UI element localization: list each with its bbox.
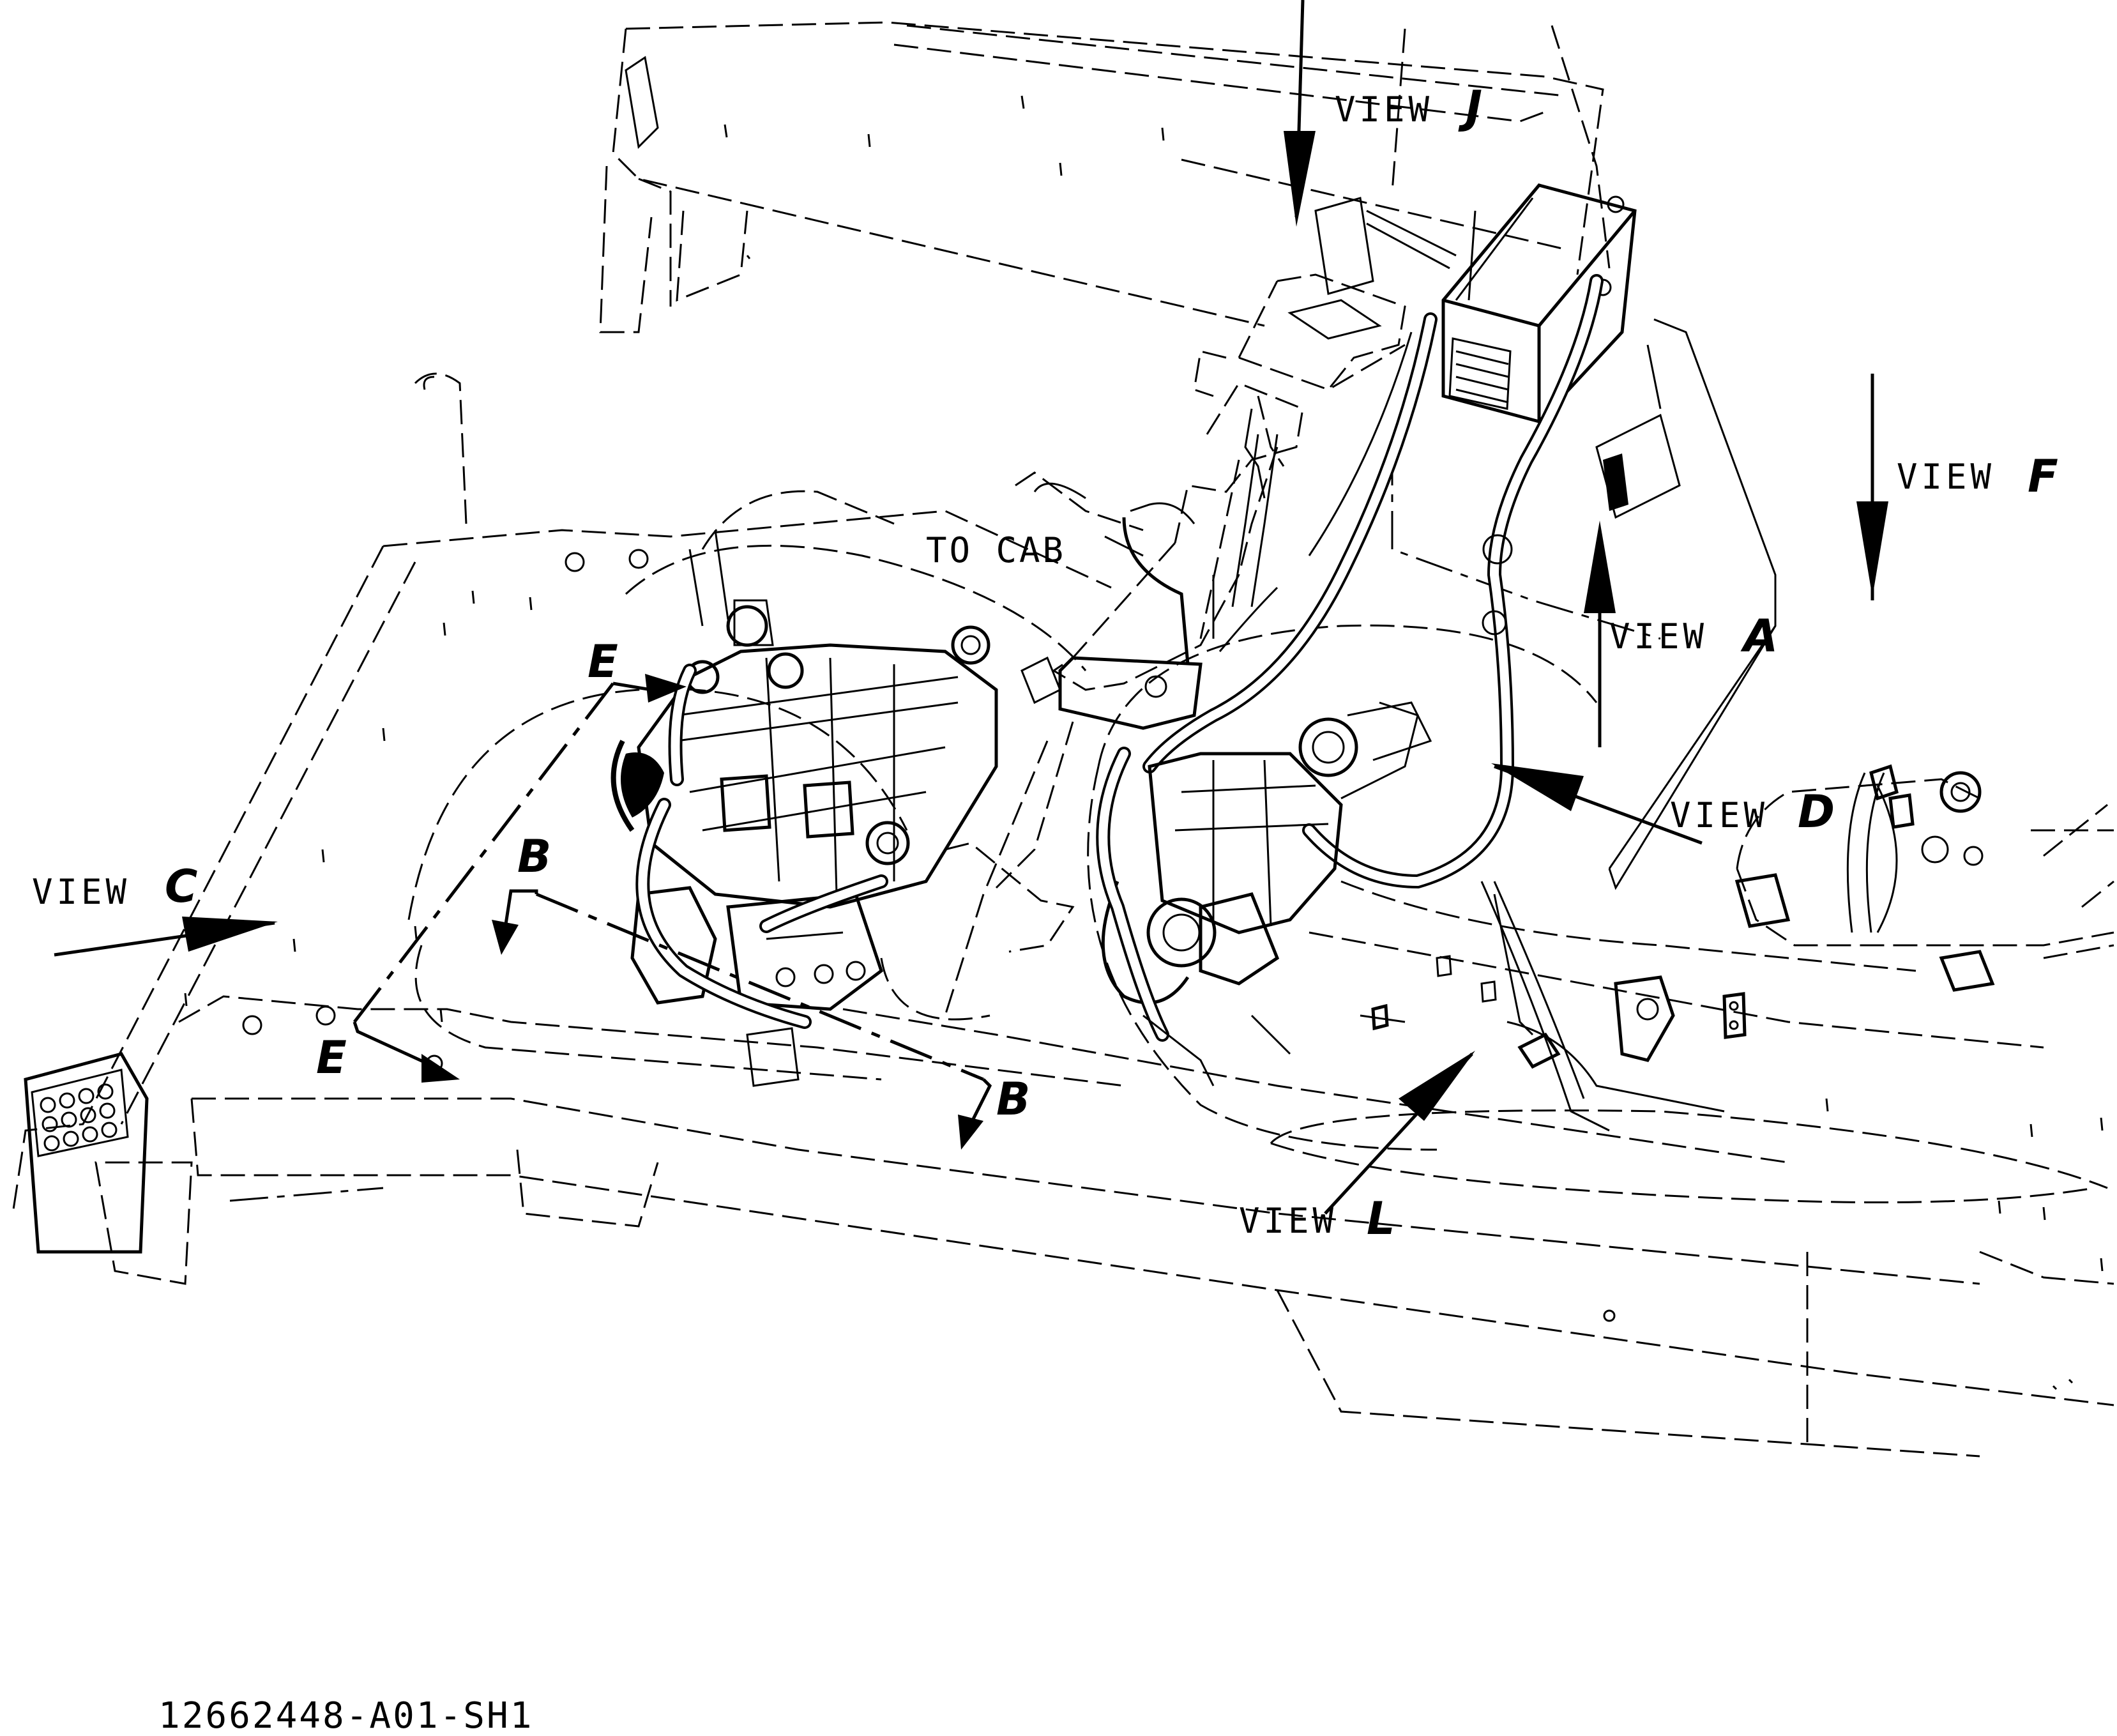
view-l-word: VIEW [1239, 1201, 1337, 1241]
rear-frame-details [1734, 764, 2114, 992]
document-number: 12662448-A01-SH1 [158, 1695, 533, 1736]
radiator-dome-phantom [625, 471, 1144, 671]
to-cab-label: TO CAB [926, 530, 1066, 570]
view-c-word: VIEW [32, 872, 130, 912]
view-f-letter: F [2028, 450, 2058, 503]
view-j-callout: VIEW J [1284, 0, 1482, 227]
view-l-letter: L [1367, 1192, 1395, 1245]
side-cover-panel [1391, 318, 1777, 890]
to-cab-note: TO CAB [926, 530, 1144, 570]
engine-assembly [611, 529, 1061, 1087]
view-f-callout: VIEW F [1856, 374, 2058, 600]
control-box [1441, 183, 1637, 423]
view-d-callout: VIEW D [1491, 763, 1835, 845]
fastener-marks [184, 95, 2104, 1390]
chassis-frame-phantom [11, 372, 2114, 1458]
fan-shroud [611, 740, 664, 832]
main-wiring-harness [1122, 209, 1725, 1132]
turbo-assembly [1096, 701, 1432, 1086]
wheel-wells-phantom [407, 624, 2108, 1203]
view-c-letter: C [165, 860, 197, 913]
grille-holes [40, 1083, 118, 1152]
view-a-callout: VIEW A [1584, 521, 1778, 747]
mount-plate [1193, 197, 1406, 467]
view-a-letter: A [1740, 610, 1778, 662]
view-d-word: VIEW [1670, 795, 1768, 835]
view-f-word: VIEW [1897, 457, 1995, 497]
section-e-letter-lower: E [316, 1032, 347, 1084]
view-j-letter: J [1458, 81, 1482, 133]
view-d-letter: D [1798, 786, 1835, 838]
section-b-cutting-plane: B B [492, 830, 1030, 1150]
section-e-letter-upper: E [588, 636, 618, 688]
center-crossmember [880, 382, 1304, 1021]
control-box-vent [1448, 337, 1512, 410]
view-l-callout: VIEW L [1239, 1051, 1475, 1245]
section-b-letter-lower: B [996, 1073, 1030, 1125]
section-b-letter-upper: B [517, 830, 551, 883]
view-j-word: VIEW [1335, 89, 1433, 130]
section-e-cutting-plane: E E [316, 636, 687, 1084]
mid-frame-brackets [1309, 880, 2044, 1069]
cab-phantom-outline [599, 21, 1611, 333]
view-a-word: VIEW [1609, 616, 1708, 657]
front-grille-block [24, 1052, 149, 1254]
view-c-callout: VIEW C [32, 860, 278, 957]
